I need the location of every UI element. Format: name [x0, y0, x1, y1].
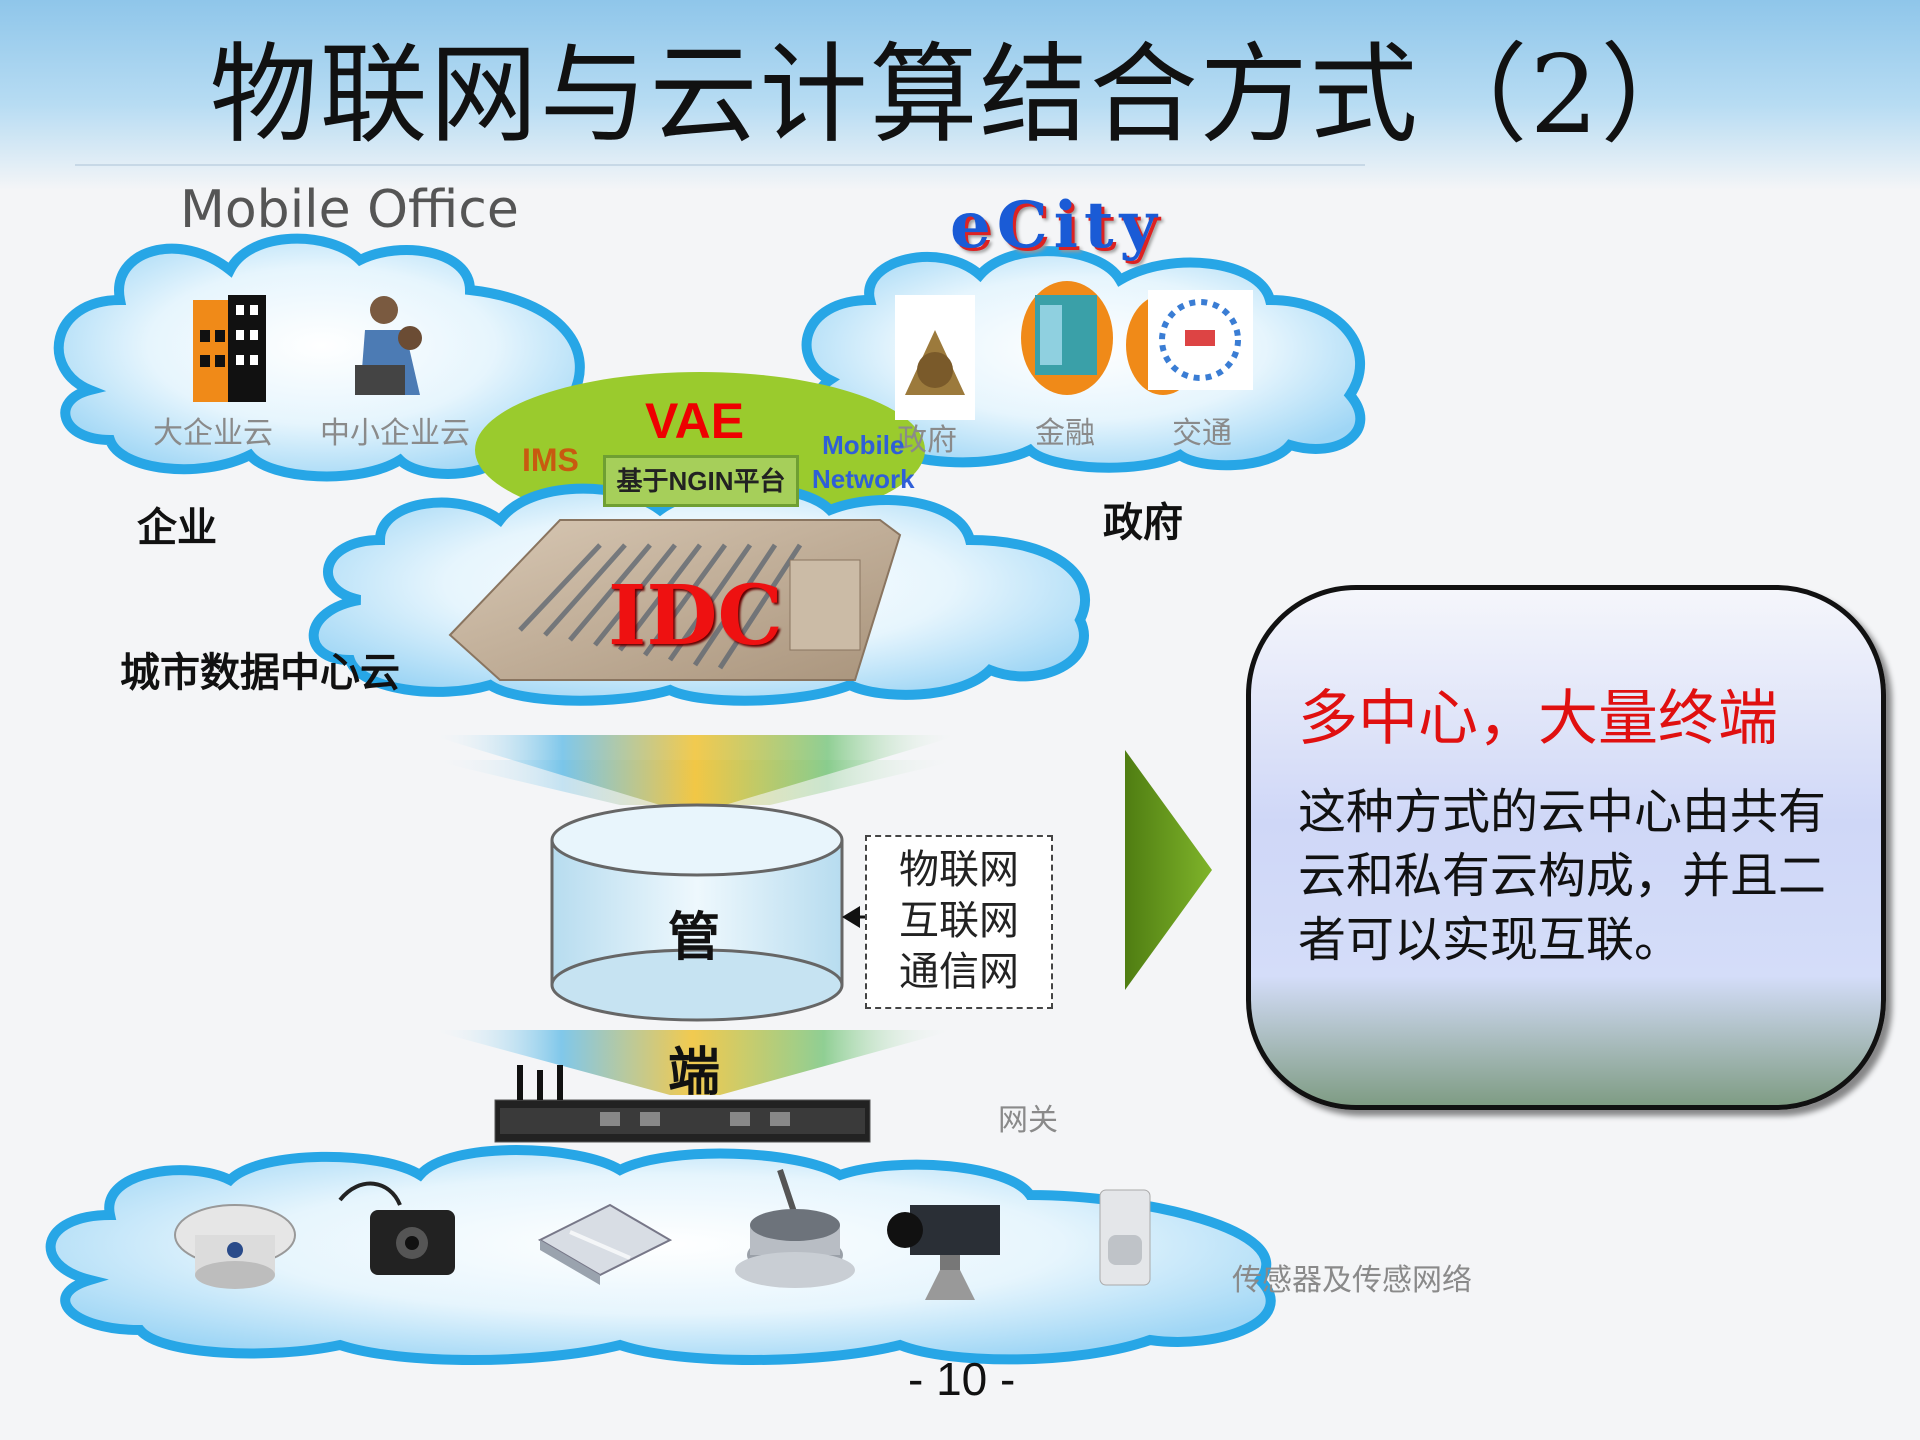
large-enterprise-building-icon	[193, 295, 266, 402]
traffic-network-icon	[1126, 290, 1253, 395]
finance-cloud-label: 金融	[1035, 417, 1095, 450]
vae-label: VAE	[645, 393, 745, 449]
smoke-detector-icon	[174, 1204, 296, 1289]
motion-sensor-icon	[1099, 1189, 1151, 1286]
mobile-network-line-1: Mobile	[822, 430, 905, 460]
page-title: 物联网与云计算结合方式（2）	[209, 33, 1711, 158]
sensors-network-label: 传感器及传感网络	[1232, 1264, 1472, 1297]
ecity-brand: eCity	[950, 188, 1163, 263]
pipe-label: 管	[668, 909, 721, 967]
sme-cloud-label: 中小企业云	[320, 417, 470, 450]
title-divider	[75, 164, 1365, 166]
mobile-network-label: Mobile Network	[812, 428, 915, 496]
transition-arrow	[1125, 750, 1212, 990]
mobile-office-brand: Mobile Office	[180, 180, 519, 240]
government-cloud-label: 政府	[897, 424, 957, 457]
gateway-device-icon	[494, 1065, 871, 1143]
mobile-office-text: Mobile Office	[180, 180, 519, 240]
idc-floorplan	[448, 519, 902, 681]
pressure-sensor-icon	[735, 1169, 855, 1288]
idc-label: IDC	[608, 568, 783, 664]
city-data-center-cloud-label: 城市数据中心云	[120, 651, 400, 695]
enterprise-label: 企业	[137, 506, 217, 550]
finance-icon	[1021, 281, 1113, 395]
page-number: - 10 -	[908, 1353, 1016, 1405]
mobile-network-line-2: Network	[812, 464, 915, 494]
sme-worker-laptop-icon	[355, 296, 422, 395]
network-internet: 互联网	[899, 898, 1019, 944]
pipe-cylinder	[550, 803, 844, 1022]
traffic-cloud-label: 交通	[1172, 417, 1232, 450]
sky-banner	[0, 0, 1920, 190]
summary-callout	[1246, 585, 1886, 1110]
network-types-box: 物联网 互联网 通信网	[865, 835, 1053, 1009]
callout-heading: 多中心，大量终端	[1298, 684, 1778, 754]
ims-label: IMS	[522, 442, 579, 478]
lower-light-fan	[430, 1030, 955, 1095]
ngin-platform-box: 基于NGIN平台	[603, 455, 799, 507]
network-connector-arrow	[842, 906, 865, 928]
camera-module-icon	[338, 1181, 455, 1275]
sensor-cloud	[45, 1145, 1276, 1365]
rfid-card-reader-icon	[537, 1203, 673, 1285]
terminal-label: 端	[668, 1044, 721, 1102]
government-group-label: 政府	[1103, 501, 1183, 545]
network-telecom: 通信网	[899, 949, 1019, 995]
large-enterprise-cloud-label: 大企业云	[153, 417, 273, 450]
government-building-icon	[895, 295, 975, 420]
callout-body: 这种方式的云中心由共有云和私有云构成，并且二者可以实现互联。	[1298, 784, 1827, 968]
network-iot: 物联网	[899, 847, 1019, 893]
video-camera-icon	[887, 1205, 1000, 1300]
gateway-label: 网关	[998, 1104, 1058, 1137]
